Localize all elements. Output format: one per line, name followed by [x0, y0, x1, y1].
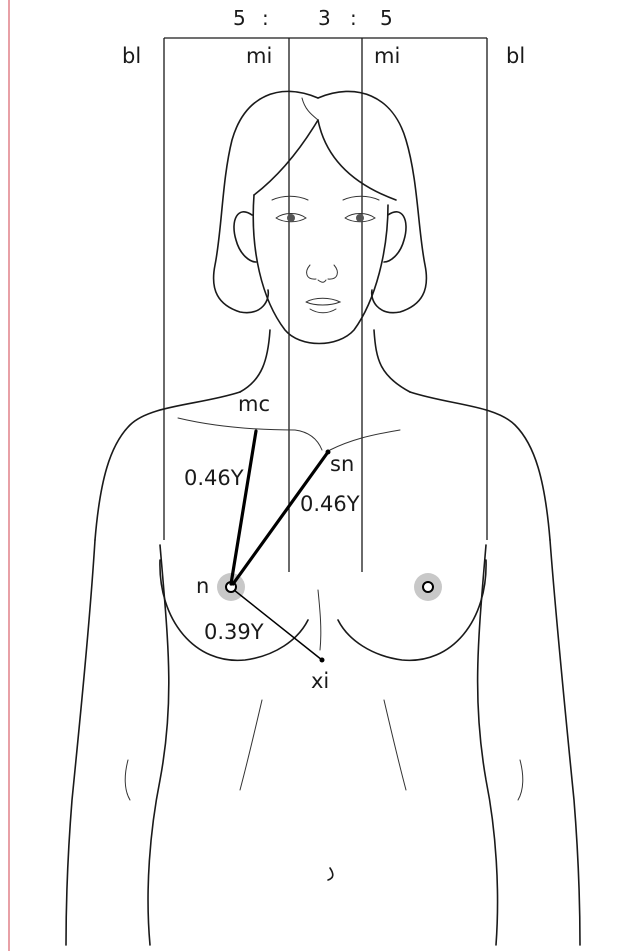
label-bl-left: bl	[122, 44, 141, 68]
measure-sn-to-n: 0.46Y	[300, 492, 360, 516]
label-mi-right: mi	[374, 44, 400, 68]
label-n: n	[196, 574, 209, 598]
line-sn-to-n	[233, 452, 328, 584]
figure-outline	[66, 91, 580, 945]
measure-mc-to-n: 0.46Y	[184, 466, 244, 490]
ratio-separator-1: :	[262, 6, 269, 30]
label-bl-right: bl	[506, 44, 525, 68]
ratio-separator-2: :	[350, 6, 357, 30]
label-mc: mc	[238, 392, 270, 416]
measure-n-to-xi: 0.39Y	[204, 620, 264, 644]
ratio-right: 5	[380, 6, 393, 30]
label-xi: xi	[311, 669, 329, 693]
point-xi	[320, 658, 325, 663]
ratio-middle: 3	[318, 6, 331, 30]
label-mi-left: mi	[246, 44, 272, 68]
ratio-left: 5	[233, 6, 246, 30]
line-mc-to-n	[231, 431, 256, 584]
label-sn: sn	[330, 452, 354, 476]
nipple-right	[423, 582, 433, 592]
